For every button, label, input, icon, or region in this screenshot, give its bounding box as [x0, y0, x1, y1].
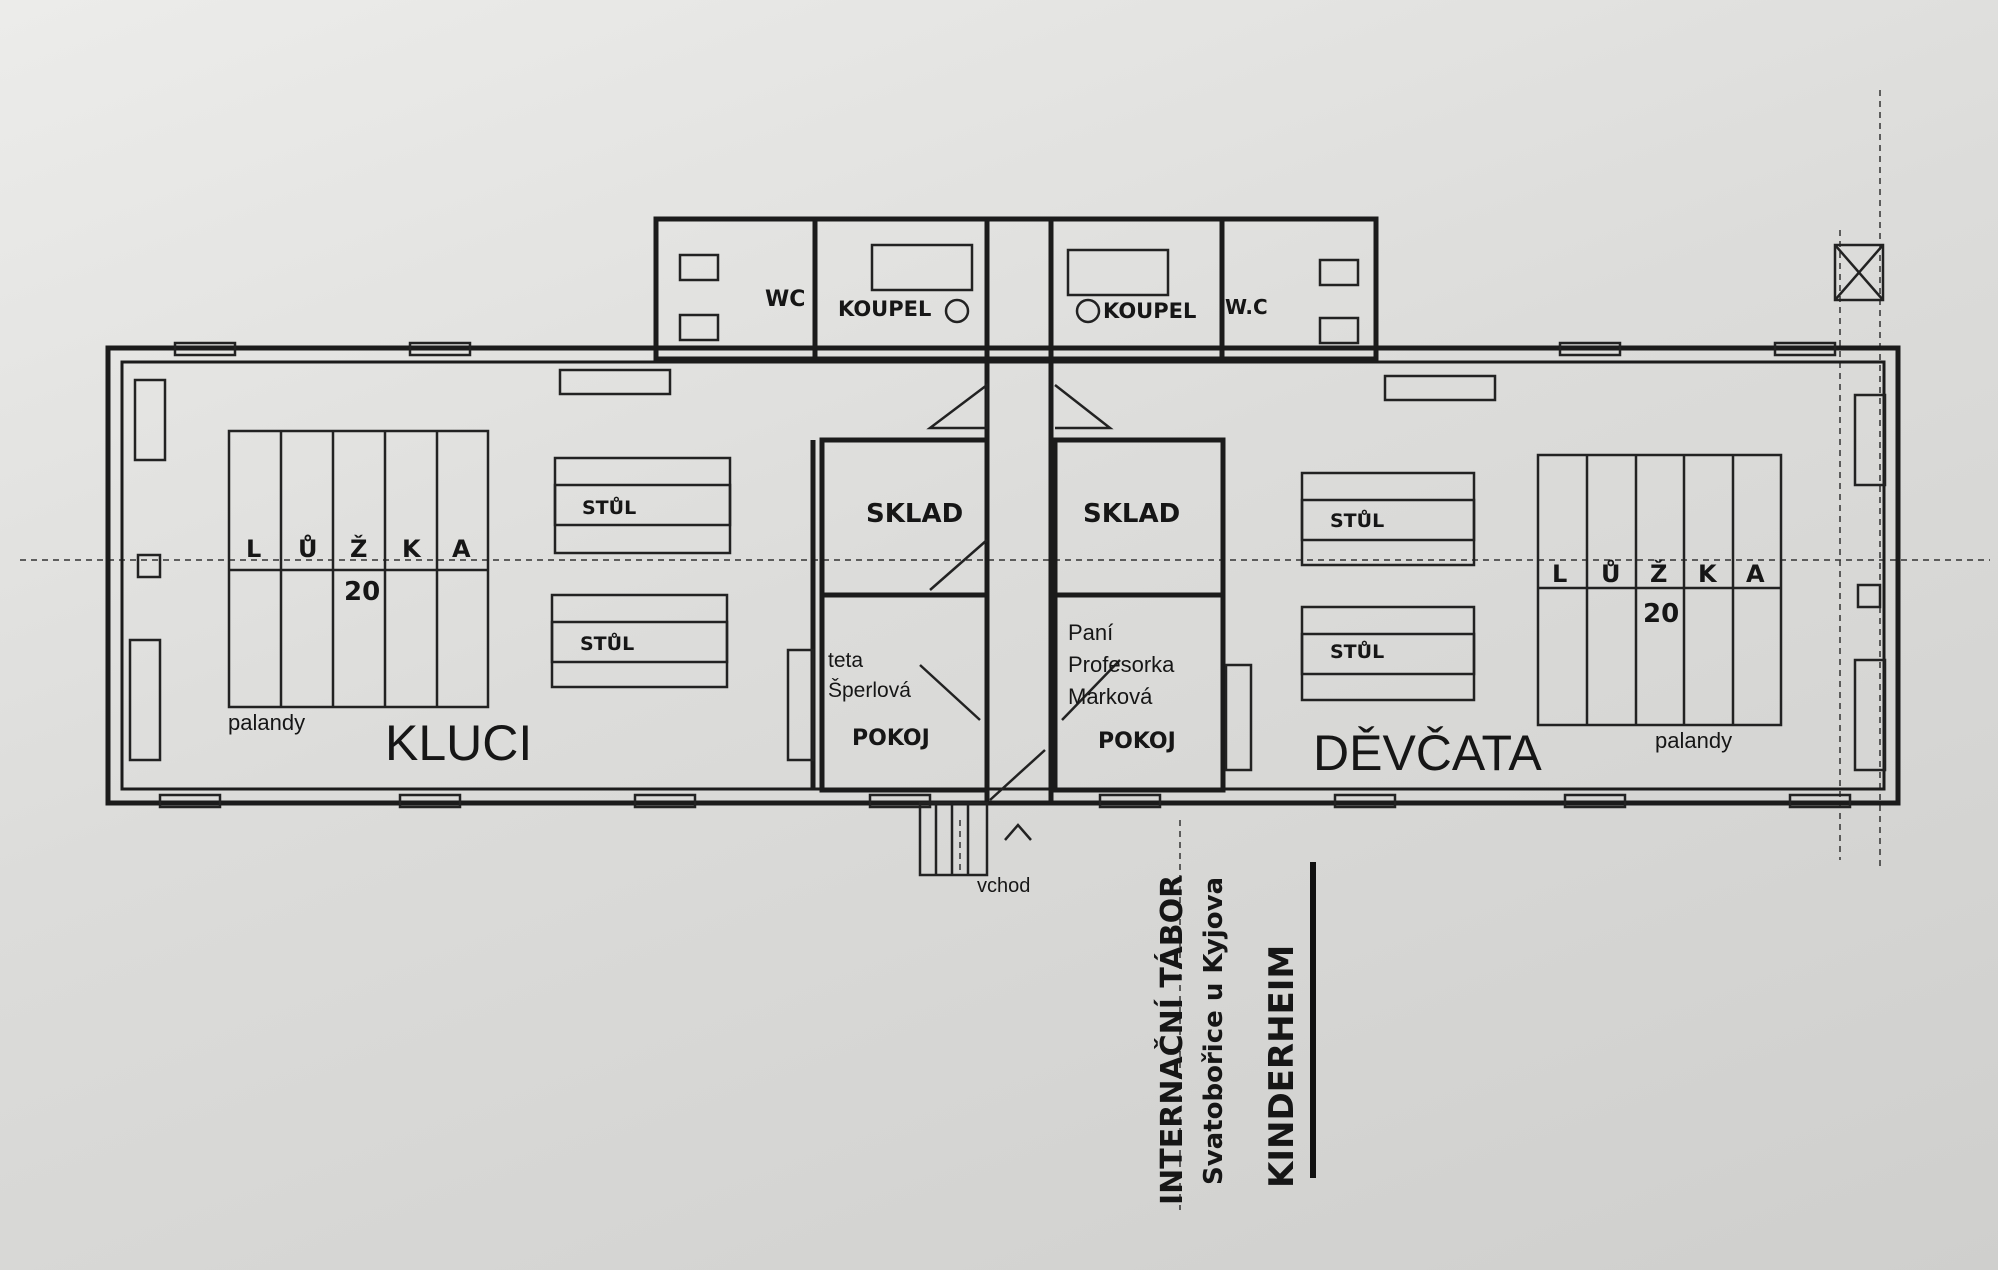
- label-bath-left: KOUPEL: [838, 297, 931, 321]
- bed-letter: K: [1698, 560, 1718, 588]
- occupant-right-line1: Paní: [1068, 620, 1113, 645]
- label-room-left: POKOJ: [852, 726, 930, 751]
- label-boys: KLUCI: [385, 715, 532, 771]
- label-bath-right: KOUPEL: [1103, 299, 1196, 323]
- label-storage-left: SKLAD: [866, 499, 963, 529]
- bed-letter: Ž: [1650, 559, 1667, 588]
- bed-letter: Ů: [298, 533, 318, 563]
- title-line2: Svatobořice u Kyjova: [1199, 877, 1229, 1185]
- label-table: STŮL: [580, 631, 634, 655]
- label-girls: DĚVČATA: [1313, 725, 1542, 781]
- beds-count: 20: [1643, 599, 1679, 629]
- label-wc-left: WC: [765, 287, 805, 312]
- title-line3: KINDERHEIM: [1262, 945, 1302, 1188]
- label-room-right: POKOJ: [1098, 729, 1176, 754]
- building-walls: [105, 216, 1901, 877]
- dimension-lines: [20, 90, 1990, 1210]
- bed-letter: K: [402, 535, 422, 563]
- label-table: STŮL: [582, 495, 636, 519]
- occupant-right-line3: Marková: [1068, 684, 1153, 709]
- label-bunks-right: palandy: [1655, 728, 1732, 753]
- label-storage-right: SKLAD: [1083, 499, 1180, 529]
- occupant-right-line2: Profesorka: [1068, 652, 1175, 677]
- label-entrance: vchod: [977, 875, 1030, 897]
- title-line1: INTERNAČNÍ TÁBOR: [1153, 875, 1190, 1205]
- bed-letter: L: [1552, 560, 1567, 588]
- entrance-stairs: [918, 801, 1032, 877]
- label-wc-right: W.C: [1225, 295, 1268, 319]
- occupant-left-line1: teta: [828, 649, 863, 672]
- bed-letter: A: [1746, 560, 1765, 588]
- bed-letter: A: [452, 535, 471, 563]
- bed-letter: Ž: [350, 534, 367, 563]
- beds-right-letters: L Ů Ž K A 20: [1552, 558, 1765, 629]
- bed-letter: Ů: [1601, 558, 1621, 588]
- title-block: INTERNAČNÍ TÁBOR Svatobořice u Kyjova KI…: [1153, 862, 1316, 1205]
- north-x-mark-icon: [1833, 243, 1885, 302]
- occupant-left-line2: Šperlová: [828, 679, 911, 702]
- label-bunks-left: palandy: [228, 710, 305, 735]
- beds-count: 20: [344, 577, 380, 607]
- bed-letter: L: [246, 535, 261, 563]
- label-table: STŮL: [1330, 639, 1384, 663]
- beds-right: [1536, 453, 1783, 727]
- beds-left: [227, 429, 490, 709]
- label-table: STŮL: [1330, 508, 1384, 532]
- tables: [550, 456, 1476, 702]
- beds-left-letters: L Ů Ž K A 20: [246, 533, 471, 607]
